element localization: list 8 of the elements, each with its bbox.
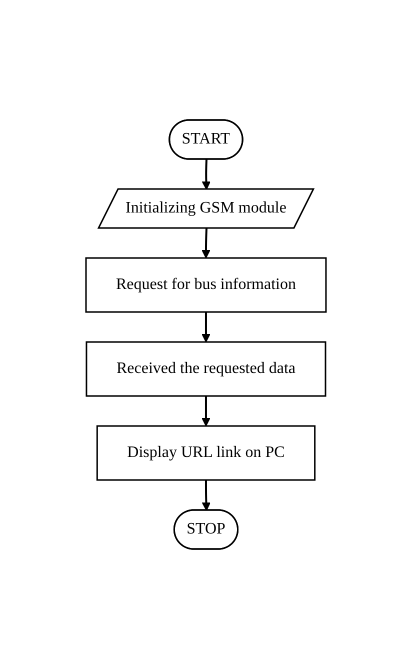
- arrow: [202, 158, 211, 190]
- node-box: Request for bus information: [85, 256, 327, 312]
- arrow: [202, 396, 210, 426]
- arrow: [202, 480, 211, 510]
- node-box: Display URL link on PC: [96, 424, 316, 480]
- arrow: [202, 228, 210, 258]
- node-box: Received the requested data: [86, 340, 326, 396]
- arrow: [202, 312, 210, 342]
